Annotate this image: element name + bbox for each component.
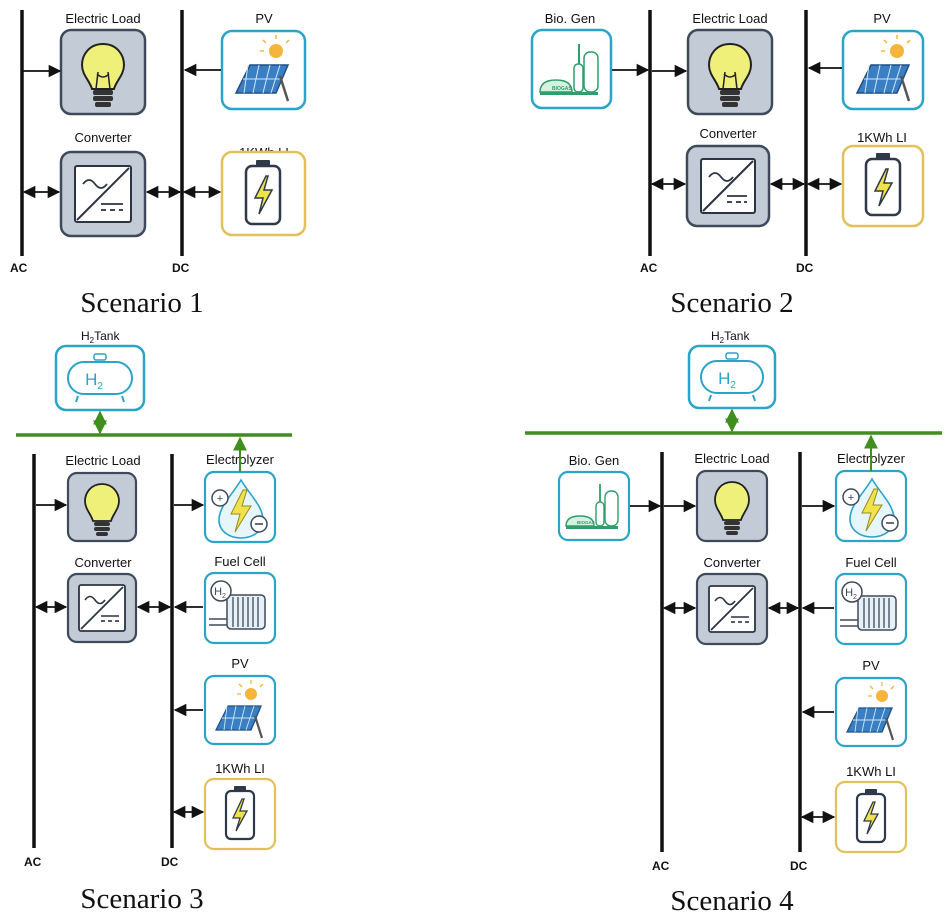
pv-panel-icon: [834, 676, 908, 748]
h2-tank-label: H2Tank: [711, 329, 750, 345]
scenario-3-title: Scenario 3: [80, 883, 203, 915]
h2-tank-label: H2Tank: [81, 329, 120, 345]
electric-load-icon: [66, 471, 138, 543]
electric-load-icon: [686, 28, 774, 116]
fuel-cell-h2-symbol: H2: [845, 587, 857, 601]
h2-tank-symbol: H2: [85, 370, 103, 392]
ac-bus-label: AC: [652, 859, 670, 873]
battery-icon: [203, 777, 277, 851]
dc-bus-label: DC: [790, 859, 808, 873]
biogas-text: BIOGAS: [577, 520, 595, 525]
bio-gen-label: Bio. Gen: [569, 453, 620, 468]
svg-text:+: +: [848, 492, 854, 504]
electrolyzer-icon: +: [203, 470, 277, 544]
dc-bus-label: DC: [796, 261, 814, 275]
pv-panel-icon: [841, 29, 925, 111]
electric-load-label: Electric Load: [694, 451, 769, 466]
scenario-1: AC DC Electric Load PV: [10, 10, 307, 319]
h2-tank-icon: H2: [54, 344, 146, 412]
svg-text:+: +: [217, 493, 223, 505]
fuel-cell-icon: H2: [834, 572, 908, 646]
battery-icon: [841, 144, 925, 228]
electric-load-label: Electric Load: [65, 11, 140, 26]
dc-bus-label: DC: [172, 261, 190, 275]
electric-load-icon: [695, 469, 769, 543]
battery-icon: [834, 780, 908, 854]
converter-icon: [59, 150, 147, 238]
converter-label: Converter: [699, 126, 757, 141]
battery-icon: [220, 150, 307, 237]
pv-label: PV: [862, 658, 880, 673]
pv-label: PV: [873, 11, 891, 26]
bio-gen-label: Bio. Gen: [545, 11, 596, 26]
fuel-cell-label: Fuel Cell: [845, 555, 896, 570]
electric-load-label: Electric Load: [65, 453, 140, 468]
electrolyzer-icon: +: [834, 469, 908, 543]
scenario-2: AC DC Bio. Gen BIOGAS Electric Load PV: [530, 10, 925, 319]
scenario-3: H2Tank H2 AC DC Electric Load Electrolyz…: [16, 329, 292, 915]
converter-label: Converter: [703, 555, 761, 570]
converter-icon: [66, 572, 138, 644]
battery-label: 1KWh LI: [215, 761, 265, 776]
fuel-cell-icon: H2: [203, 571, 277, 645]
biogas-generator-icon: BIOGAS: [530, 28, 613, 110]
ac-bus-label: AC: [24, 855, 42, 869]
scenario-2-title: Scenario 2: [670, 287, 793, 319]
pv-panel-icon: [220, 29, 307, 111]
electric-load-label: Electric Load: [692, 11, 767, 26]
pv-panel-icon: [203, 674, 277, 746]
ac-bus-label: AC: [640, 261, 658, 275]
scenario-1-title: Scenario 1: [80, 287, 203, 319]
biogas-generator-icon: BIOGAS: [557, 470, 631, 542]
converter-icon: [685, 144, 771, 228]
ac-bus-label: AC: [10, 261, 28, 275]
fuel-cell-h2-symbol: H2: [214, 586, 226, 600]
battery-label: 1KWh LI: [857, 130, 907, 145]
pv-label: PV: [231, 656, 249, 671]
fuel-cell-label: Fuel Cell: [214, 554, 265, 569]
biogas-text: BIOGAS: [552, 86, 572, 92]
scenario-4: H2Tank H2 AC DC Bio. Gen BIOGAS Elect: [525, 329, 942, 917]
dc-bus-label: DC: [161, 855, 179, 869]
battery-label: 1KWh LI: [846, 764, 896, 779]
h2-tank-icon: H2: [687, 344, 777, 410]
converter-icon: [695, 572, 769, 646]
converter-label: Converter: [74, 130, 132, 145]
converter-label: Converter: [74, 555, 132, 570]
h2-tank-symbol: H2: [718, 369, 736, 391]
pv-label: PV: [255, 11, 273, 26]
electric-load-icon: [59, 28, 147, 116]
scenario-4-title: Scenario 4: [670, 885, 794, 917]
